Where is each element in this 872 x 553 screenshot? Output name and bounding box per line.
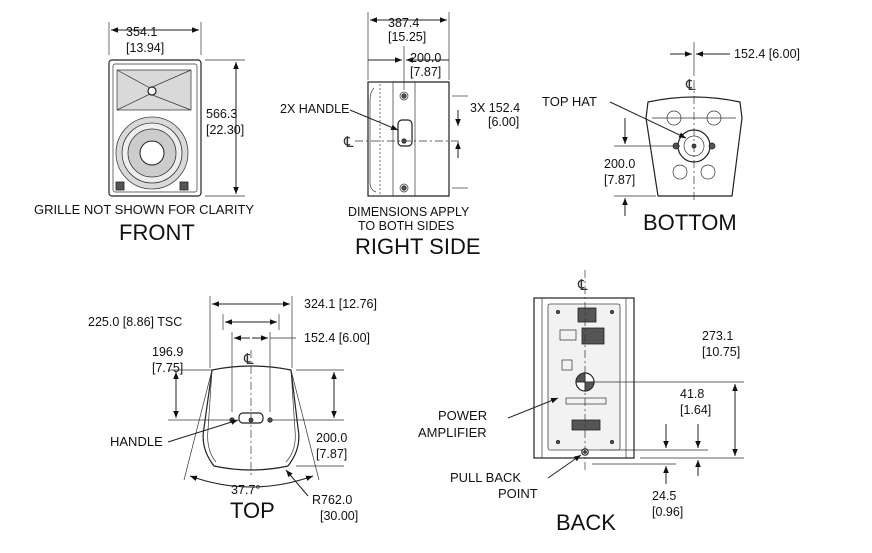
front-note: GRILLE NOT SHOWN FOR CLARITY	[34, 202, 254, 217]
top-front-mm: 196.9	[152, 345, 183, 359]
top-radius-in: [30.00]	[320, 509, 358, 523]
bottom-view: ℄ 152.4 [6.00] TOP HAT 200.0 [7.87] BOTT…	[542, 42, 800, 235]
back-view: ℄ 273.1 [10.75] 41.8 [1.64] 24.5 [0.96] …	[418, 270, 744, 535]
top-view: ℄ 324.1 [12.76] 225.0 [8.86] TSC 152.4 […	[88, 296, 377, 523]
bottom-offset: 152.4 [6.00]	[734, 47, 800, 61]
top-handle-label: HANDLE	[110, 434, 163, 449]
back-pull-line2: POINT	[498, 486, 538, 501]
back-pull-in: [0.96]	[652, 505, 683, 519]
side-handle	[397, 119, 413, 147]
front-width-in: [13.94]	[126, 41, 164, 55]
back-pull-line1: PULL BACK	[450, 470, 521, 485]
back-amp-mm: 41.8	[680, 387, 704, 401]
side-note-line1: DIMENSIONS APPLY	[348, 205, 470, 219]
top-depth-mm: 200.0	[316, 431, 347, 445]
top-radius-mm: R762.0	[312, 493, 352, 507]
view-title-right-side: RIGHT SIDE	[355, 234, 481, 259]
top-tsc: 225.0 [8.86] TSC	[88, 315, 182, 329]
side-offset-mm: 200.0	[410, 51, 441, 65]
front-width-mm: 354.1	[126, 25, 157, 39]
back-power-line1: POWER	[438, 408, 487, 423]
back-height-mm: 273.1	[702, 329, 733, 343]
top-spacing: 152.4 [6.00]	[304, 331, 370, 345]
view-title-front: FRONT	[119, 220, 195, 245]
top-front-in: [7.75]	[152, 361, 183, 375]
bottom-depth-in: [7.87]	[604, 173, 635, 187]
back-centerline-symbol: ℄	[577, 276, 588, 294]
side-depth-in: [15.25]	[388, 30, 426, 44]
top-width: 324.1 [12.76]	[304, 297, 377, 311]
view-title-back: BACK	[556, 510, 616, 535]
front-height-mm: 566.3	[206, 107, 237, 121]
side-note-line2: TO BOTH SIDES	[358, 219, 454, 233]
top-depth-in: [7.87]	[316, 447, 347, 461]
side-handle-label: 2X HANDLE	[280, 102, 349, 116]
top-centerline-symbol: ℄	[243, 350, 254, 368]
view-title-top: TOP	[230, 498, 275, 523]
back-height-in: [10.75]	[702, 345, 740, 359]
side-points-label: 3X 152.4	[470, 101, 520, 115]
side-points-in: [6.00]	[488, 115, 519, 129]
front-height-in: [22.30]	[206, 123, 244, 137]
bottom-centerline-symbol: ℄	[685, 76, 696, 94]
side-depth-mm: 387.4	[388, 16, 419, 30]
back-pull-mm: 24.5	[652, 489, 676, 503]
back-power-line2: AMPLIFIER	[418, 425, 487, 440]
back-amp-in: [1.64]	[680, 403, 711, 417]
bottom-top-hat-label: TOP HAT	[542, 94, 597, 109]
top-angle: 37.7°	[231, 483, 260, 497]
side-offset-in: [7.87]	[410, 65, 441, 79]
right-side-view: ℄ 387.4 [15.25] 200.0 [7.87] 3X 152.4 [6…	[280, 12, 520, 259]
front-view: 354.1 [13.94] 566.3 [22.30] GRILLE NOT S…	[34, 22, 254, 245]
view-title-bottom: BOTTOM	[643, 210, 737, 235]
bottom-depth-mm: 200.0	[604, 157, 635, 171]
side-centerline-symbol: ℄	[343, 133, 354, 151]
